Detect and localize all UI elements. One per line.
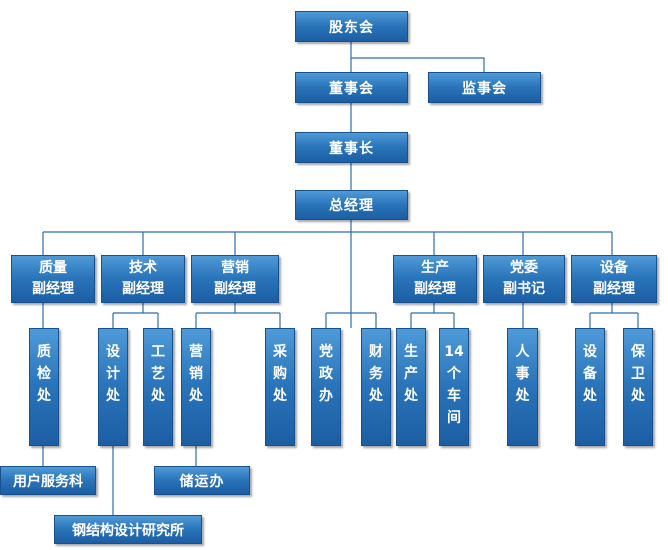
equipment-deputy-line1: 设备 [600,260,628,276]
equipment-office-char3: 处 [583,388,597,404]
marketing-office-char2: 销 [189,366,203,382]
marketing-deputy-box: 营销 副经理 [191,255,279,303]
equipment-deputy-line2: 副经理 [593,281,635,297]
storage-transport-box: 储运办 [154,466,250,495]
shareholders-label: 股东会 [329,19,374,36]
marketing-office-char1: 营 [189,344,203,360]
workshops-char3: 车 [447,388,461,404]
finance-office-char2: 务 [369,366,383,382]
equipment-office-char1: 设 [583,344,597,360]
finance-office-char3: 处 [369,388,383,404]
design-office-char1: 设 [106,344,120,360]
quality-inspection-char3: 处 [37,388,51,404]
supervisors-label: 监事会 [462,80,507,97]
general-manager-label: 总经理 [329,198,374,214]
personnel-office-box: 人 事 处 [507,328,538,446]
technical-deputy-line2: 副经理 [122,281,164,297]
production-deputy-box: 生产 副经理 [393,255,477,303]
security-office-box: 保 卫 处 [623,328,653,446]
chairman-box: 董事长 [295,132,408,163]
workshops-char1: 14 [444,344,464,360]
party-deputy-line1: 党委 [510,260,538,276]
craft-office-char1: 工 [151,344,165,360]
technical-deputy-line1: 技术 [129,260,157,276]
general-manager-box: 总经理 [295,190,408,220]
quality-deputy-line1: 质量 [39,260,67,276]
purchasing-office-char3: 处 [273,388,287,404]
security-office-char1: 保 [631,344,645,360]
equipment-office-char2: 备 [583,366,597,382]
workshops-box: 14 个 车 间 [439,328,469,446]
craft-office-char3: 处 [151,388,165,404]
craft-office-char2: 艺 [151,366,165,382]
purchasing-office-char1: 采 [273,344,287,360]
production-office-box: 生 产 处 [396,328,426,446]
workshops-char4: 间 [447,410,461,426]
security-office-char2: 卫 [631,366,645,382]
production-office-char3: 处 [404,388,418,404]
technical-deputy-box: 技术 副经理 [101,255,185,303]
marketing-office-char3: 处 [189,388,203,404]
party-office-char3: 办 [319,388,333,404]
quality-deputy-line2: 副经理 [32,281,74,297]
quality-inspection-box: 质 检 处 [29,328,59,446]
security-office-char3: 处 [631,388,645,404]
user-service-box: 用户服务科 [0,466,96,495]
craft-office-box: 工 艺 处 [143,328,173,446]
marketing-office-box: 营 销 处 [181,328,211,446]
personnel-office-char1: 人 [515,344,530,360]
chairman-label: 董事长 [329,140,374,157]
production-office-char1: 生 [404,344,418,360]
finance-office-box: 财 务 处 [361,328,391,446]
quality-inspection-char1: 质 [37,344,51,360]
party-deputy-line2: 副书记 [503,281,545,297]
equipment-deputy-box: 设备 副经理 [571,255,657,303]
finance-office-char1: 财 [369,344,383,360]
purchasing-office-char2: 购 [273,366,287,382]
production-office-char2: 产 [404,366,418,382]
party-office-char2: 政 [319,366,333,382]
party-office-box: 党 政 办 [311,328,341,446]
steel-research-label: 钢结构设计研究所 [72,522,184,539]
purchasing-office-box: 采 购 处 [265,328,295,446]
marketing-deputy-line2: 副经理 [214,281,256,297]
workshops-char2: 个 [447,366,461,382]
personnel-office-char2: 事 [515,366,530,382]
storage-transport-label: 储运办 [179,473,225,490]
party-office-char1: 党 [319,344,333,360]
design-office-char2: 计 [106,366,120,382]
design-office-box: 设 计 处 [98,328,128,446]
party-deputy-box: 党委 副书记 [483,255,565,303]
user-service-label: 用户服务科 [13,473,83,490]
production-deputy-line1: 生产 [421,260,449,276]
board-box: 董事会 [295,72,408,103]
design-office-char3: 处 [106,388,120,404]
shareholders-box: 股东会 [295,11,408,42]
production-deputy-line2: 副经理 [414,281,456,297]
equipment-office-box: 设 备 处 [575,328,605,446]
quality-deputy-box: 质量 副经理 [11,255,95,303]
quality-inspection-char2: 检 [37,366,51,382]
steel-research-box: 钢结构设计研究所 [54,515,202,544]
marketing-deputy-line1: 营销 [221,260,249,276]
personnel-office-char3: 处 [515,388,530,404]
supervisors-box: 监事会 [428,72,541,103]
board-label: 董事会 [329,80,374,97]
